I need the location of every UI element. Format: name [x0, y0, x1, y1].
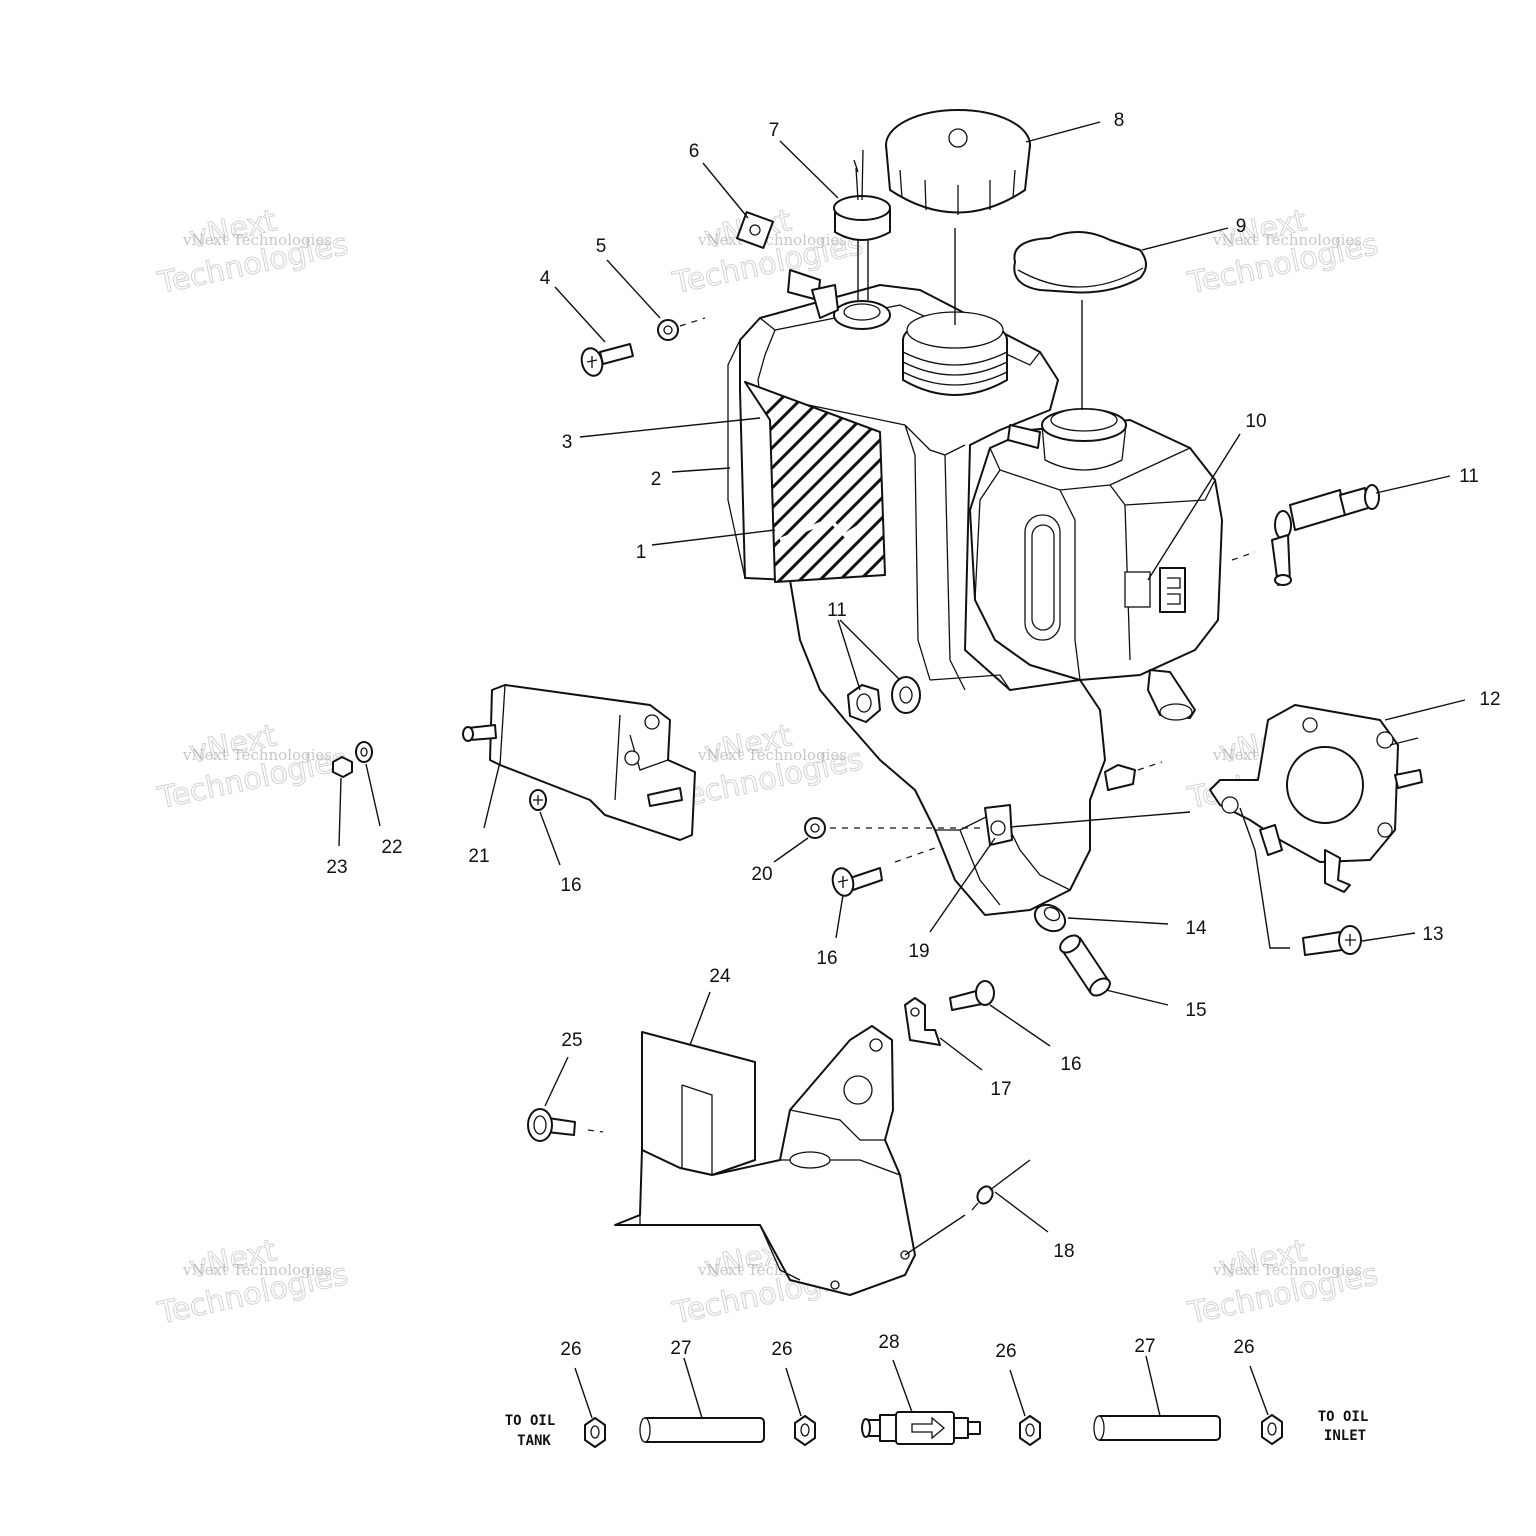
- grommet-14: [1033, 903, 1067, 933]
- watermark-top-right: vNext Technologies vNext Technologies: [1184, 203, 1382, 302]
- callout-11-right: 11: [1459, 466, 1479, 487]
- rivet-18: [971, 1159, 1031, 1211]
- oil-pump: [1209, 704, 1423, 893]
- callout-26-c: 26: [995, 1341, 1016, 1362]
- callout-12: 12: [1479, 689, 1500, 710]
- star-washer-5: [657, 319, 679, 341]
- label-to-oil-inlet-1: TO OIL: [1318, 1409, 1369, 1425]
- svg-text:vNext Technologies: vNext Technologies: [1212, 1261, 1362, 1279]
- level-sensor: [833, 149, 891, 300]
- oil-reservoir: [969, 408, 1223, 721]
- callout-28: 28: [878, 1332, 899, 1353]
- watermark-top-left: vNext Technologies vNext Technologies: [154, 203, 352, 302]
- callout-16-bracket: 16: [560, 875, 581, 896]
- oil-line-assembly: TO OIL TANK TO OIL INLET: [505, 1409, 1369, 1449]
- callout-3: 3: [562, 432, 573, 453]
- oil-tank: [727, 269, 1106, 916]
- callout-8: 8: [1114, 110, 1125, 131]
- svg-text:vNext Technologies: vNext Technologies: [697, 746, 847, 764]
- callout-5: 5: [596, 236, 607, 257]
- callout-6: 6: [689, 141, 700, 162]
- callout-24: 24: [709, 966, 731, 987]
- callout-10: 10: [1245, 411, 1266, 432]
- callout-26-a: 26: [560, 1339, 581, 1360]
- watermark-bottom-left: vNext Technologies vNext Technologies: [154, 1233, 352, 1332]
- svg-text:vNext Technologies: vNext Technologies: [697, 231, 847, 249]
- callout-21: 21: [468, 846, 489, 867]
- inline-filter-28: [861, 1411, 981, 1445]
- label-to-oil-inlet-2: INLET: [1324, 1428, 1366, 1444]
- screw-13: [1302, 925, 1362, 956]
- callout-numbers: 1 2 3 4 5 6 7 8 9 10 11 11 12 13 14 15 1…: [326, 110, 1500, 1362]
- callout-27-a: 27: [670, 1338, 691, 1359]
- callout-4: 4: [540, 268, 551, 289]
- callout-16-tank: 16: [816, 948, 837, 969]
- svg-text:vNext Technologies: vNext Technologies: [182, 231, 332, 249]
- bolt-25: [527, 1108, 576, 1142]
- callout-16-clip: 16: [1060, 1054, 1081, 1075]
- callout-19: 19: [908, 941, 929, 962]
- callout-1: 1: [636, 542, 647, 563]
- hose-clamp-26c: [1019, 1415, 1041, 1446]
- filler-cap: [885, 109, 1031, 215]
- label-to-oil-tank-1: TO OIL: [505, 1413, 556, 1429]
- callout-2: 2: [651, 469, 662, 490]
- callout-26-b: 26: [771, 1339, 792, 1360]
- bracket-21: [462, 684, 696, 841]
- svg-text:vNext Technologies: vNext Technologies: [1212, 231, 1362, 249]
- nut-20: [804, 817, 826, 839]
- hose-clamp-26a: [584, 1417, 606, 1448]
- screw-4: [580, 343, 634, 377]
- petcock-valve: [1271, 484, 1380, 586]
- bolt-16-clip: [949, 980, 995, 1011]
- nut-23: [332, 756, 353, 778]
- bracket-24: [614, 1025, 916, 1296]
- callout-13: 13: [1422, 924, 1443, 945]
- washer-11: [891, 676, 921, 714]
- fitting-15: [1059, 934, 1111, 997]
- hose-27b: [1093, 1415, 1221, 1441]
- hose-clamp-26d: [1261, 1414, 1283, 1445]
- leader-lines: [338, 121, 1466, 1419]
- watermark-mid-left: vNext Technologies vNext Technologies: [154, 718, 352, 817]
- watermark-mid-center: vNext Technologies vNext Technologies: [669, 718, 867, 817]
- callout-26-d: 26: [1233, 1337, 1254, 1358]
- svg-text:vNext Technologies: vNext Technologies: [182, 746, 332, 764]
- callout-14: 14: [1185, 918, 1207, 939]
- callout-15: 15: [1185, 1000, 1206, 1021]
- reservoir-cap: [1013, 230, 1147, 294]
- wire-clip: [736, 211, 774, 249]
- callout-20: 20: [751, 864, 772, 885]
- callout-25: 25: [561, 1030, 582, 1051]
- callout-7: 7: [769, 120, 780, 141]
- callout-11-left: 11: [827, 600, 847, 621]
- mount-tab-19: [984, 804, 1013, 846]
- svg-text:vNext Technologies: vNext Technologies: [182, 1261, 332, 1279]
- hose-27a: [639, 1417, 765, 1443]
- callout-17: 17: [990, 1079, 1011, 1100]
- callout-9: 9: [1236, 216, 1247, 237]
- nut-11: [847, 684, 881, 723]
- bolt-16-small: [529, 789, 547, 811]
- callout-23: 23: [326, 857, 347, 878]
- watermark-bottom-right: vNext Technologies vNext Technologies: [1184, 1233, 1382, 1332]
- pump-screw-leader: [1239, 807, 1290, 949]
- hose-clamp-26b: [794, 1415, 816, 1446]
- label-to-oil-tank-2: TANK: [517, 1433, 551, 1449]
- washer-22: [355, 741, 373, 763]
- callout-22: 22: [381, 837, 402, 858]
- screw-16-tank: [831, 867, 883, 897]
- callout-18: 18: [1053, 1241, 1074, 1262]
- clip-17: [904, 997, 941, 1046]
- callout-27-b: 27: [1134, 1336, 1155, 1357]
